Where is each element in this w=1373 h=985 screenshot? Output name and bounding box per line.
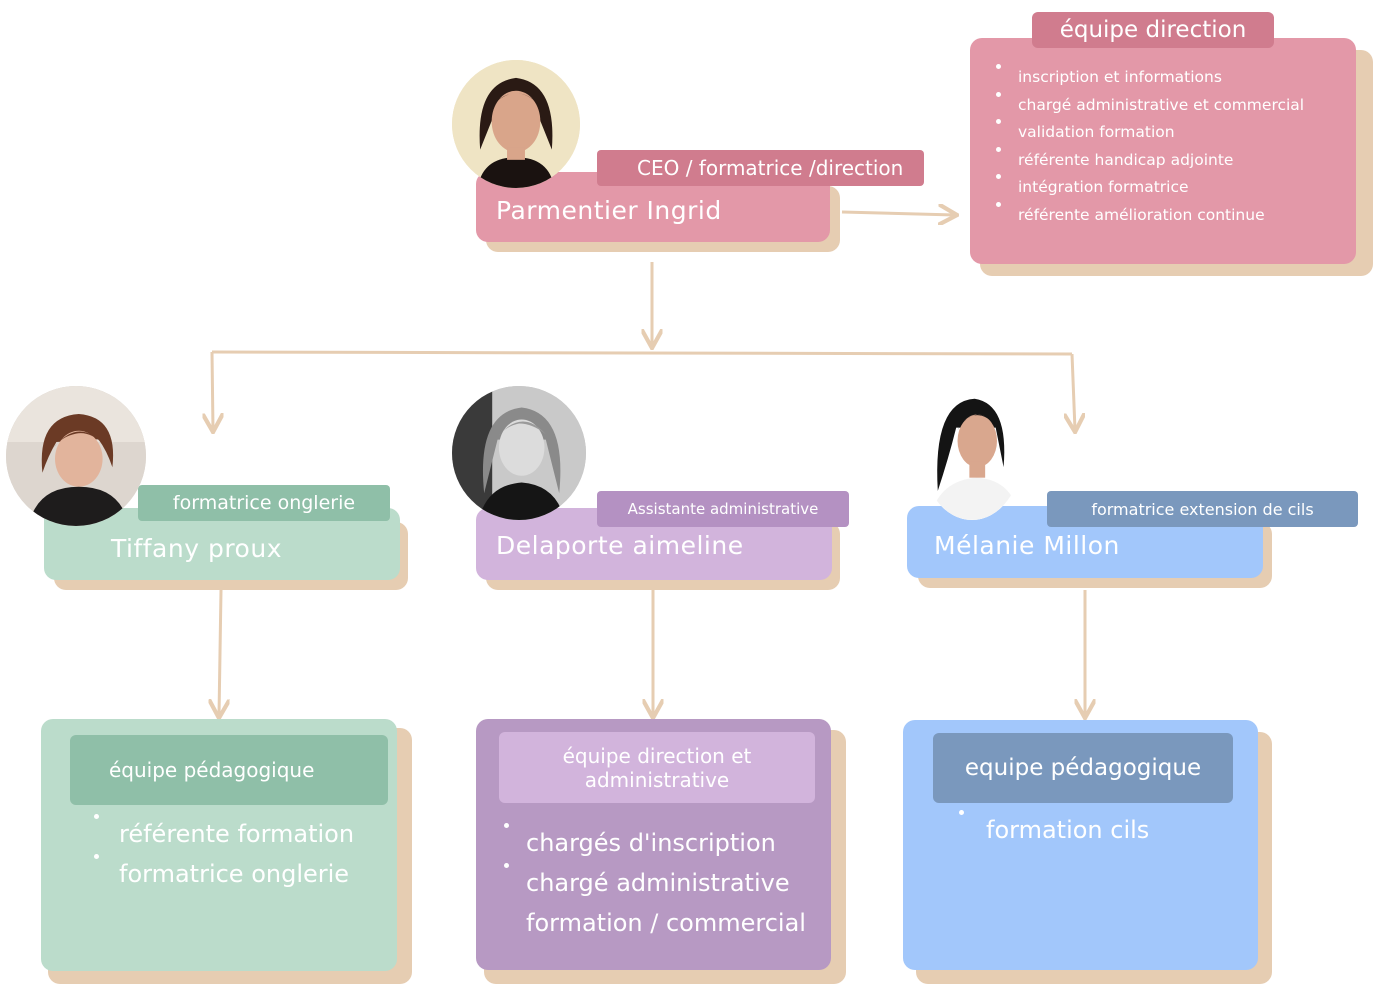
team3-list: formation cils	[955, 810, 1149, 850]
delaporte-avatar	[452, 386, 586, 520]
tiffany-role-label: formatrice onglerie	[172, 492, 356, 514]
delaporte-role-badge: Assistante administrative	[597, 491, 849, 527]
list-item: inscription et informations	[992, 64, 1304, 92]
list-item: référente formation	[90, 814, 354, 854]
team2-title-tab: équipe direction et administrative	[499, 732, 815, 803]
ceo-role-badge: CEO / formatrice /direction	[597, 150, 924, 186]
melanie-role-label: formatrice extension de cils	[1091, 499, 1314, 519]
melanie-avatar	[922, 388, 1022, 520]
list-item: formatrice onglerie	[90, 854, 354, 894]
team2-list: chargés d'inscription chargé administrat…	[500, 823, 806, 943]
list-item: référente handicap adjointe	[992, 146, 1304, 175]
delaporte-name: Delaporte aimeline	[496, 531, 744, 560]
list-item: formation cils	[955, 810, 1149, 850]
team1-list: référente formation formatrice onglerie	[90, 814, 354, 894]
list-item: chargé administrative	[500, 863, 806, 903]
tiffany-role-badge: formatrice onglerie	[138, 485, 390, 521]
list-item: chargés d'inscription	[500, 823, 806, 863]
team1-title: équipe pédagogique	[109, 758, 315, 782]
team3-title: equipe pédagogique	[964, 755, 1202, 781]
team2-title-line1: équipe direction et	[562, 743, 752, 768]
team1-title-tab: équipe pédagogique	[70, 735, 388, 805]
direction-team-title: équipe direction	[1059, 17, 1247, 43]
tiffany-name: Tiffany proux	[111, 534, 282, 563]
melanie-name: Mélanie Millon	[934, 531, 1120, 560]
tiffany-avatar	[6, 386, 146, 526]
melanie-role-badge: formatrice extension de cils	[1047, 491, 1358, 527]
ceo-role-label: CEO / formatrice /direction	[637, 156, 904, 180]
ceo-avatar	[452, 60, 580, 188]
ceo-name: Parmentier Ingrid	[496, 196, 722, 225]
delaporte-role-label: Assistante administrative	[627, 500, 819, 518]
team3-title-tab: equipe pédagogique	[933, 733, 1233, 803]
direction-team-card	[970, 38, 1356, 264]
direction-team-title-tab: équipe direction	[1032, 12, 1274, 48]
list-item-continuation: formation / commercial	[526, 909, 806, 937]
direction-team-list: inscription et informations chargé admin…	[992, 64, 1304, 229]
list-item: validation formation	[992, 119, 1304, 147]
list-item: référente amélioration continue	[992, 201, 1304, 230]
list-item: intégration formatrice	[992, 174, 1304, 202]
list-item: chargé administrative et commercial	[992, 91, 1304, 120]
team2-title-line2: administrative	[584, 767, 730, 792]
